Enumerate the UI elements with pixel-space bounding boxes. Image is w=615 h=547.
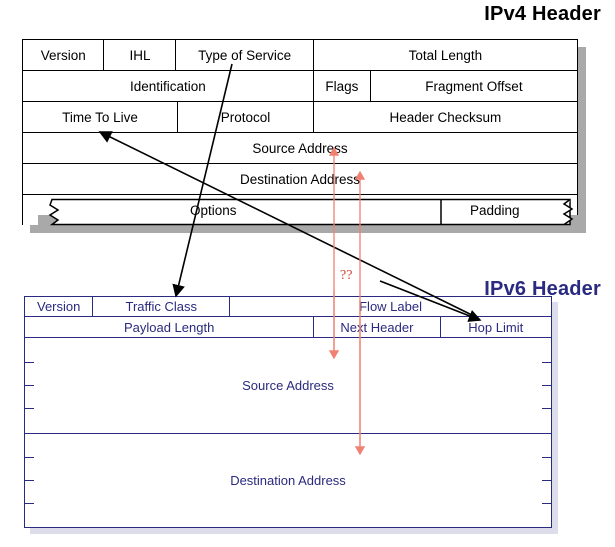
ipv6-header-table: Version Traffic Class Flow Label Payload…	[24, 296, 552, 528]
table-row: Version Traffic Class Flow Label	[25, 297, 551, 317]
ipv6-header-title: IPv6 Header	[484, 278, 601, 300]
table-row: Identification Flags Fragment Offset	[23, 71, 577, 102]
table-row: Time To Live Protocol Header Checksum	[23, 102, 577, 133]
ipv6-dest-tick-left-2	[25, 480, 34, 481]
ipv6-dest-tick-right-1	[542, 457, 551, 458]
ipv4-field-ihl: IHL	[104, 40, 177, 70]
ipv6-source-tick-left-3	[25, 408, 34, 409]
ipv4-field-padding: Padding	[470, 203, 520, 218]
ipv6-dest-tick-left-3	[25, 503, 34, 504]
ipv6-source-tick-right-1	[542, 362, 551, 363]
ipv4-field-fragment-offset: Fragment Offset	[425, 78, 523, 94]
ipv6-dest-tick-left-1	[25, 457, 34, 458]
ipv6-field-destination-address: Destination Address	[230, 473, 346, 488]
ipv6-dest-tick-right-3	[542, 503, 551, 504]
table-row: Payload Length Next Header Hop Limit	[25, 317, 551, 338]
table-row: Version IHL Type of Service Total Length	[23, 40, 577, 71]
ipv4-field-flags: Flags	[314, 71, 371, 101]
table-row: Destination Address	[23, 164, 577, 195]
ipv4-field-options: Options	[190, 203, 237, 218]
question-marks-annotation: ??	[340, 268, 353, 283]
ipv4-field-total-length: Total Length	[408, 47, 483, 63]
ipv4-field-type-of-service: Type of Service	[176, 40, 314, 70]
ipv4-field-identification: Identification	[23, 71, 314, 101]
ipv4-field-time-to-live: Time To Live	[23, 102, 179, 132]
ipv4-field-protocol: Protocol	[178, 102, 314, 132]
ipv6-field-hop-limit: Hop Limit	[468, 319, 524, 335]
table-row: Source Address	[23, 133, 577, 164]
ipv6-source-tick-left-1	[25, 362, 34, 363]
ipv4-field-header-checksum: Header Checksum	[389, 109, 502, 125]
ipv6-field-source-address: Source Address	[25, 338, 551, 434]
ipv4-header-title: IPv4 Header	[484, 3, 601, 25]
ipv6-field-version: Version	[25, 297, 94, 316]
ipv6-source-tick-left-2	[25, 385, 34, 386]
ipv4-field-source-address: Source Address	[252, 140, 348, 156]
ipv6-field-payload-length: Payload Length	[25, 317, 315, 337]
ipv6-field-flow-label: Flow Label	[359, 299, 422, 314]
ipv6-dest-tick-right-2	[542, 480, 551, 481]
ipv6-field-traffic-class: Traffic Class	[93, 297, 231, 316]
ipv4-field-destination-address: Destination Address	[239, 171, 361, 187]
ipv6-field-next-header: Next Header	[314, 317, 441, 337]
ipv6-source-tick-right-3	[542, 408, 551, 409]
ipv6-source-tick-right-2	[542, 385, 551, 386]
ipv4-field-version: Version	[23, 40, 105, 70]
